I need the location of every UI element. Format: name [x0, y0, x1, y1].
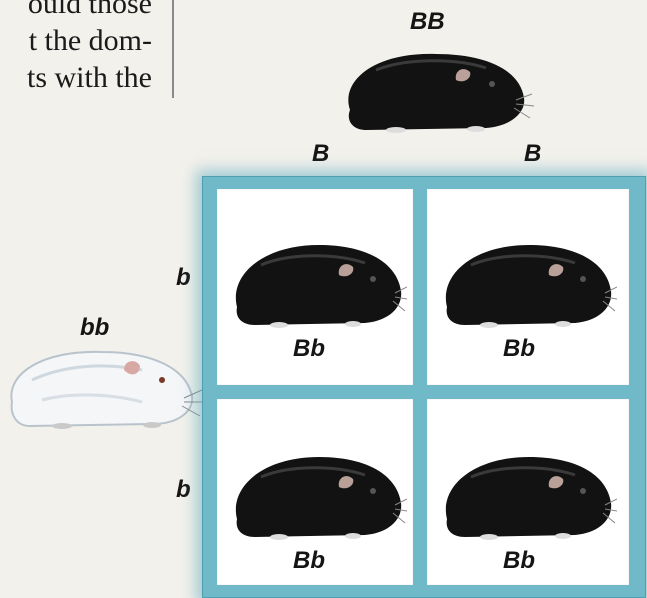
punnett-cell: Bb	[427, 189, 629, 385]
black-guinea-pig-offspring-image	[227, 439, 407, 551]
offspring-genotype-label: Bb	[503, 335, 535, 363]
offspring-genotype-label: Bb	[293, 335, 325, 363]
black-guinea-pig-offspring-image	[227, 227, 407, 339]
left-gamete-label: b	[176, 264, 191, 292]
text-line: ts with the	[27, 60, 152, 96]
left-gamete-label: b	[176, 476, 191, 504]
punnett-cell: Bb	[217, 189, 413, 385]
column-divider	[172, 0, 174, 98]
offspring-genotype-label: Bb	[293, 547, 325, 575]
text-fragment: ould those t the dom- ts with the	[0, 0, 152, 100]
top-parent-genotype-label: BB	[410, 8, 445, 36]
top-gamete-label: B	[524, 140, 541, 168]
punnett-cell: Bb	[217, 399, 413, 585]
punnett-cell: Bb	[427, 399, 629, 585]
top-gamete-label: B	[312, 140, 329, 168]
black-guinea-pig-parent-image	[336, 40, 536, 140]
punnett-grid: Bb Bb Bb	[202, 176, 646, 598]
text-line: t the dom-	[29, 23, 152, 59]
white-guinea-pig-parent-image	[2, 340, 212, 436]
black-guinea-pig-offspring-image	[437, 227, 617, 339]
text-line: ould those	[28, 0, 152, 22]
left-parent-genotype-label: bb	[80, 314, 109, 342]
offspring-genotype-label: Bb	[503, 547, 535, 575]
black-guinea-pig-offspring-image	[437, 439, 617, 551]
